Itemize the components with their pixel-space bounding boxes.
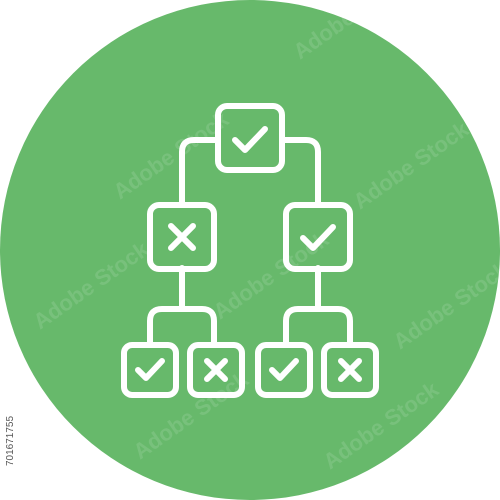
leaf-node-4 bbox=[321, 342, 379, 398]
leaf-node-2 bbox=[187, 342, 245, 398]
check-icon bbox=[135, 358, 165, 381]
leaf-node-1 bbox=[121, 342, 179, 398]
check-icon bbox=[300, 224, 336, 251]
cross-icon bbox=[204, 358, 228, 382]
left-node bbox=[147, 202, 217, 272]
tree-connectors bbox=[147, 137, 353, 348]
cross-icon bbox=[338, 358, 362, 382]
cross-icon bbox=[168, 223, 196, 251]
check-icon bbox=[232, 126, 268, 153]
leaf-node-3 bbox=[255, 342, 313, 398]
stock-id-label: 701671755 bbox=[5, 415, 16, 467]
check-icon bbox=[269, 358, 299, 381]
root-node bbox=[215, 103, 285, 173]
right-node bbox=[283, 202, 353, 272]
tree-nodes bbox=[121, 103, 379, 398]
